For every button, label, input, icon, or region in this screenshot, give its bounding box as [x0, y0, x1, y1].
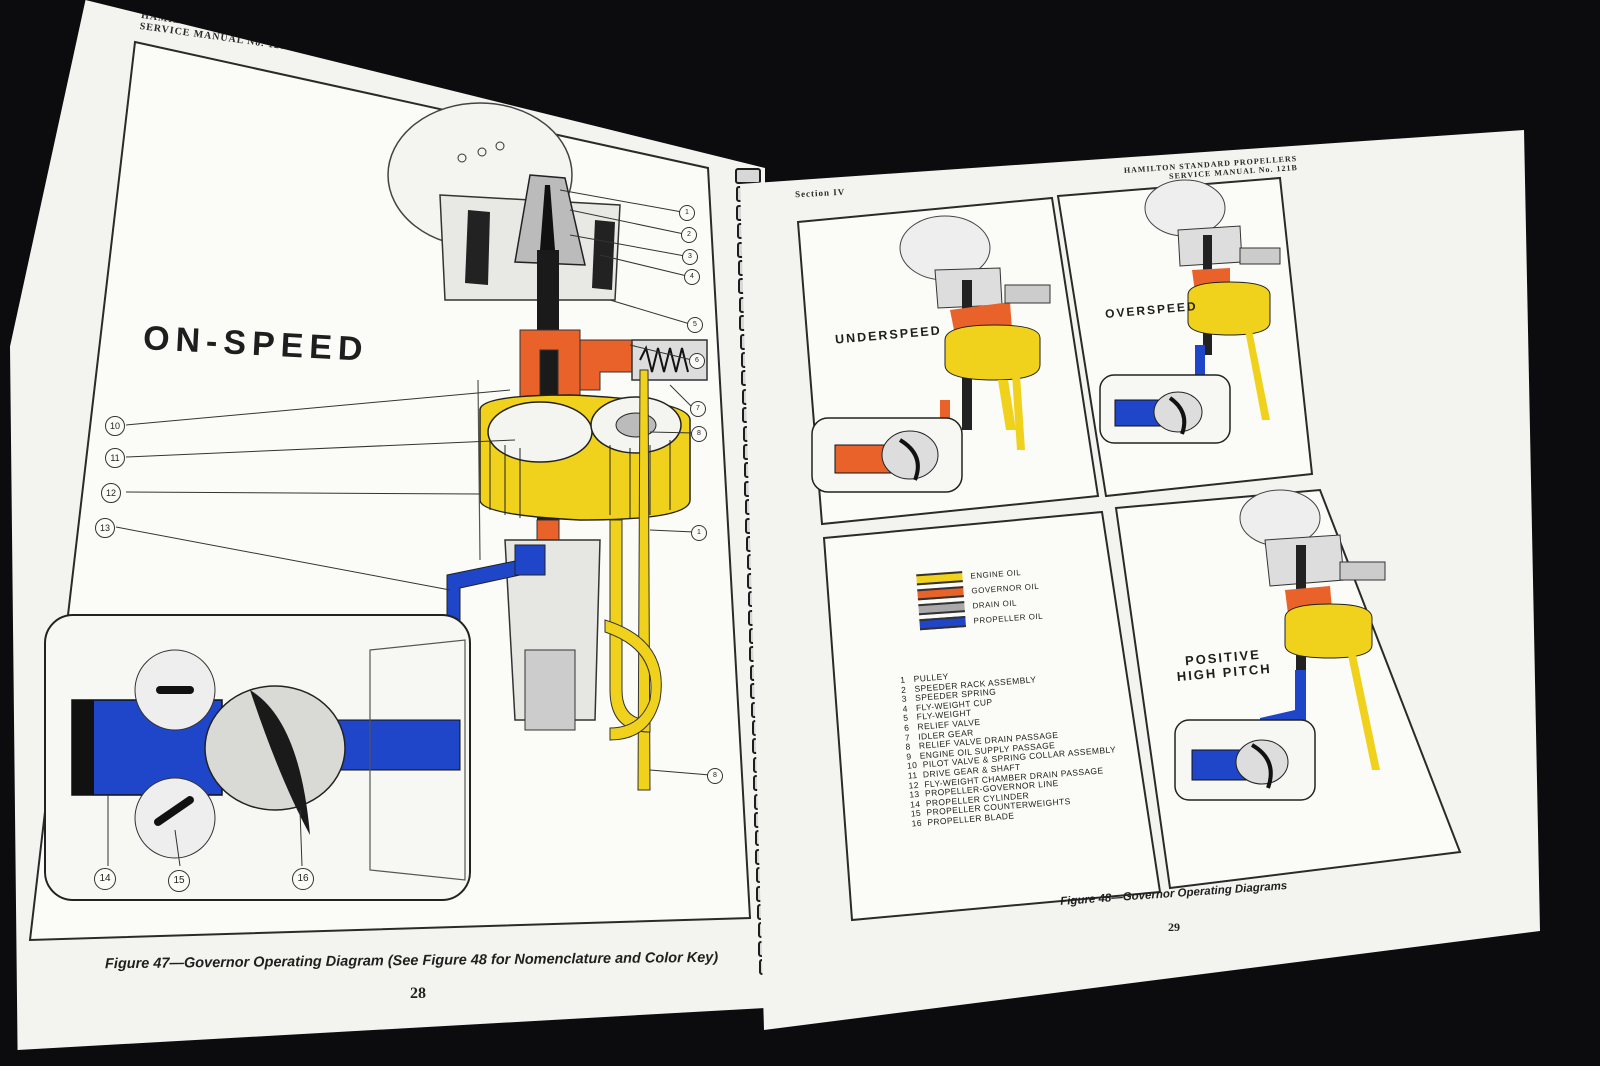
right-page: HAMILTON STANDARD PROPELLERS SERVICE MAN…: [740, 130, 1540, 1030]
callout-12: 12: [101, 483, 121, 503]
callout-2: 2: [681, 227, 697, 243]
governor-cutaway-diagram: [44, 102, 708, 901]
binding-coil: [735, 168, 761, 184]
legend-swatch: [917, 586, 964, 601]
legend-label: ENGINE OIL: [970, 568, 1022, 581]
callout-8: 8: [707, 768, 723, 784]
right-page-number: 29: [1168, 920, 1180, 934]
legend-swatch: [916, 571, 963, 586]
legend-swatch: [919, 616, 966, 631]
callout-6: 6: [689, 353, 705, 369]
legend-label: DRAIN OIL: [972, 598, 1018, 611]
callout-10: 10: [105, 416, 125, 436]
callout-5: 5: [687, 317, 703, 333]
callout-15: 15: [168, 870, 190, 892]
callout-16: 16: [292, 868, 314, 890]
callout-3: 3: [682, 249, 698, 265]
callout-7: 7: [690, 401, 706, 417]
left-page-number: 28: [410, 985, 426, 1002]
callout-4: 4: [684, 269, 700, 285]
callout-1: 1: [691, 525, 707, 541]
left-section-label: Section IV: [661, 122, 718, 145]
legend-label: PROPELLER OIL: [973, 611, 1044, 626]
callout-leaders: [107, 189, 711, 867]
callout-11: 11: [105, 448, 125, 468]
legend-panel: [822, 510, 1162, 922]
left-page: HAMILTON STANDARD PROPELLERS SERVICE MAN…: [10, 0, 765, 1050]
callout-14: 14: [94, 868, 116, 890]
callout-1: 1: [679, 205, 695, 221]
callout-13: 13: [95, 518, 115, 538]
callout-8: 8: [691, 426, 707, 442]
operating-diagram-panels: [796, 176, 1462, 922]
legend-swatch: [918, 601, 965, 616]
